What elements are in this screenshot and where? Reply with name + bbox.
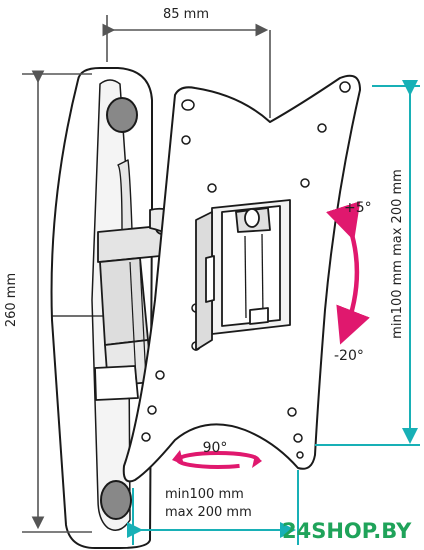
wall-plate: [50, 67, 153, 549]
height-label: 260 mm: [4, 273, 19, 327]
wall-plate-top-hole: [106, 97, 138, 133]
depth-label: 85 mm: [163, 7, 209, 22]
swivel-arrow: [172, 450, 262, 469]
wall-plate-bottom-hole: [100, 480, 132, 520]
vesa-horizontal-label-max: max 200 mm: [165, 505, 252, 520]
vesa-vertical-dimension: [315, 80, 420, 446]
vesa-holes: [141, 81, 351, 459]
vesa-plate: [122, 74, 361, 483]
center-bracket: [195, 199, 291, 351]
tilt-up-label: +5°: [344, 200, 372, 216]
brand-watermark: 24SHOP.BY: [282, 519, 412, 543]
vesa-horizontal-label-min: min100 mm: [165, 487, 244, 502]
tilt-arrow: [326, 201, 370, 345]
depth-dimension: [102, 15, 271, 118]
vesa-vertical-label: min100 mm max 200 mm: [390, 169, 405, 339]
swivel-label: 90°: [203, 440, 228, 456]
height-dimension: [22, 70, 92, 533]
vesa-horizontal-dimension: [127, 470, 299, 545]
tilt-down-label: -20°: [334, 348, 364, 364]
